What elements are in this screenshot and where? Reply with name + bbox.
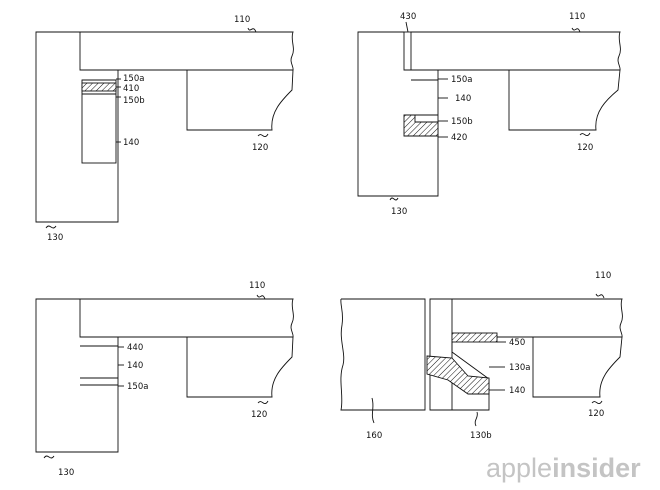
display-120 <box>186 336 294 398</box>
label-140: 140 <box>455 94 471 104</box>
leader-120 <box>591 400 603 405</box>
watermark-bold: insider <box>552 453 641 483</box>
watermark: appleinsider <box>486 453 641 483</box>
display-120 <box>532 336 623 398</box>
label-120: 120 <box>588 409 604 419</box>
label-150a: 150a <box>127 382 148 392</box>
display-120 <box>508 69 621 131</box>
cover-glass-110 <box>452 298 623 338</box>
cover-glass-110 <box>80 298 294 338</box>
label-130: 130 <box>58 468 74 478</box>
adhesive-420 <box>403 114 439 137</box>
leader-160 <box>371 397 375 424</box>
label-110: 110 <box>569 12 585 22</box>
figure-bottom-right: 110 450 130a 140 120 160 130b <box>340 271 623 441</box>
cover-glass-110 <box>410 31 621 71</box>
label-450: 450 <box>509 338 525 348</box>
adhesive-450 <box>451 332 498 343</box>
leader-110 <box>571 27 581 33</box>
figure-bottom-left: 110 440 140 150a 120 130 <box>35 281 294 478</box>
leader-130 <box>43 455 55 459</box>
label-140: 140 <box>123 138 139 148</box>
label-150a: 150a <box>123 74 144 84</box>
watermark-light: apple <box>486 453 552 483</box>
figure-top-left: 110 150a 410 150b 140 120 130 <box>35 15 294 243</box>
housing-130b <box>430 394 490 411</box>
label-140: 140 <box>127 361 143 371</box>
display-120 <box>186 69 294 131</box>
label-130: 130 <box>47 233 63 243</box>
leader-110 <box>256 294 266 300</box>
leader-120 <box>257 133 269 138</box>
leader-120 <box>257 400 269 405</box>
leader-130 <box>45 225 57 229</box>
label-150a: 150a <box>451 75 472 85</box>
housing-130 <box>357 31 439 197</box>
label-120: 120 <box>577 143 593 153</box>
label-430: 430 <box>400 12 416 22</box>
label-110: 110 <box>595 271 611 281</box>
label-140: 140 <box>509 386 525 396</box>
label-150b: 150b <box>123 96 145 106</box>
leader-130b <box>474 411 478 427</box>
member-140 <box>426 355 490 395</box>
label-420: 420 <box>451 133 467 143</box>
label-110: 110 <box>234 15 250 25</box>
label-130b: 130b <box>470 431 492 441</box>
label-440: 440 <box>127 343 143 353</box>
label-130a: 130a <box>509 363 530 373</box>
label-410: 410 <box>123 84 139 94</box>
label-150b: 150b <box>451 117 473 127</box>
label-110: 110 <box>249 281 265 291</box>
label-120: 120 <box>252 143 268 153</box>
housing-130 <box>35 298 119 453</box>
leader-110 <box>247 27 257 33</box>
adhesive-410 <box>81 82 117 92</box>
member-140 <box>81 79 117 164</box>
leader-120 <box>579 132 591 137</box>
cover-glass-110 <box>80 31 294 71</box>
label-160: 160 <box>366 431 382 441</box>
device-160 <box>340 298 426 411</box>
leader-430 <box>405 21 409 33</box>
figure-top-right: 430 110 150a 140 150b 420 120 130 <box>357 12 621 217</box>
label-130: 130 <box>391 207 407 217</box>
leader-110 <box>595 293 605 299</box>
leader-130 <box>389 197 399 201</box>
housing-130 <box>429 298 453 411</box>
label-120: 120 <box>251 410 267 420</box>
